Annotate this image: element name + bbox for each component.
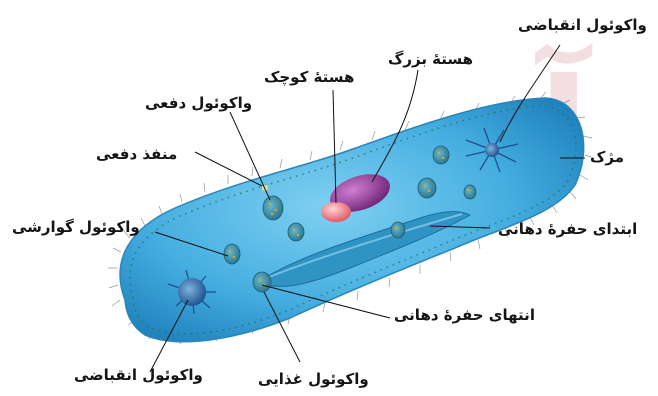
label-oral-groove-end: انتهای حفرهٔ دهانی — [394, 306, 535, 324]
label-oral-groove-start: ابتدای حفرهٔ دهانی — [498, 220, 637, 238]
label-contractile-vacuole-bottom: واکوئول انقباضی — [74, 366, 203, 384]
label-food-vacuole: واکوئول غذایی — [258, 370, 369, 388]
label-micronucleus: هستهٔ کوچک — [264, 68, 354, 86]
label-macronucleus: هستهٔ بزرگ — [388, 50, 473, 68]
label-excretory-pore: منفذ دفعی — [96, 145, 177, 163]
label-contractile-vacuole-top: واکوئول انقباضی — [518, 16, 647, 34]
micronucleus — [321, 202, 351, 222]
label-excretory-vacuole: واکوئول دفعی — [145, 94, 252, 112]
label-digestive-vacuole: واکوئول گوارشی — [12, 218, 140, 236]
label-cilia: مژک — [590, 148, 624, 166]
